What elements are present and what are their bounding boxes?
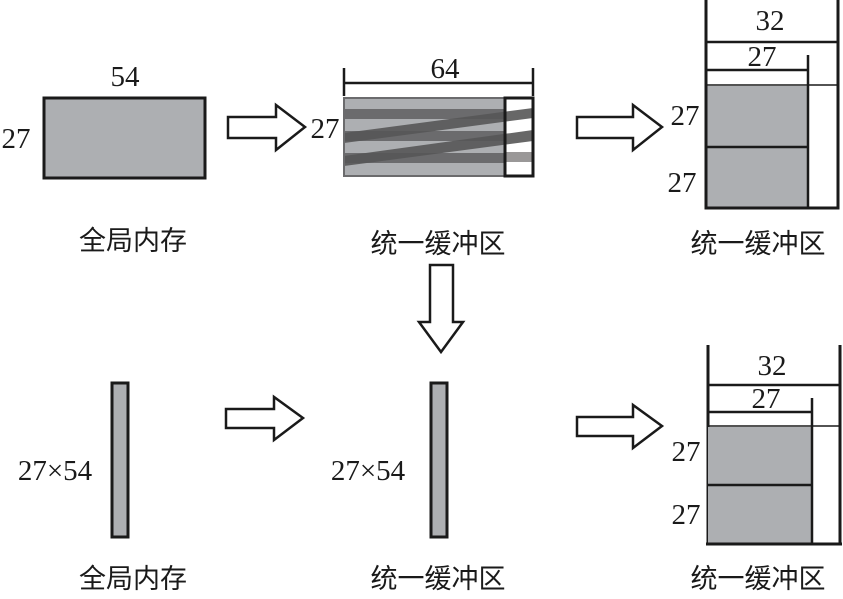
flattened-block bbox=[429, 381, 449, 539]
bottom-buffer-right: 32 27 27 27 统一缓冲区 bbox=[672, 345, 842, 595]
height-label: 27 bbox=[311, 113, 340, 145]
right-arrow-icon bbox=[226, 102, 308, 153]
right-arrow-icon bbox=[575, 402, 665, 451]
right-arrow-icon bbox=[575, 102, 665, 153]
top-buffer-right: 32 27 27 27 统一缓冲区 bbox=[668, 0, 840, 260]
down-arrow-icon bbox=[416, 263, 466, 355]
caption: 全局内存 bbox=[79, 226, 187, 257]
bottom-global-memory: 27×54 全局内存 bbox=[18, 381, 187, 595]
row2-label: 27 bbox=[672, 499, 701, 531]
caption: 全局内存 bbox=[79, 564, 187, 595]
size-label: 27×54 bbox=[331, 455, 406, 487]
bottom-buffer-mid: 27×54 统一缓冲区 bbox=[331, 381, 506, 595]
height-label: 27 bbox=[2, 123, 31, 155]
flattened-block bbox=[110, 381, 130, 539]
caption: 统一缓冲区 bbox=[691, 229, 826, 260]
row2-label: 27 bbox=[668, 167, 697, 199]
padding-column bbox=[503, 96, 535, 178]
row1-label: 27 bbox=[671, 100, 700, 132]
inner-width-label: 27 bbox=[752, 383, 781, 415]
right-arrow-icon bbox=[224, 394, 306, 443]
top-global-memory: 54 27 全局内存 bbox=[2, 61, 207, 257]
row1-label: 27 bbox=[672, 436, 701, 468]
width-label: 64 bbox=[431, 53, 461, 85]
outer-width-label: 32 bbox=[758, 350, 787, 382]
size-label: 27×54 bbox=[18, 455, 93, 487]
caption: 统一缓冲区 bbox=[371, 229, 506, 260]
width-label: 54 bbox=[111, 61, 141, 93]
caption: 统一缓冲区 bbox=[691, 564, 826, 595]
top-buffer-mid: 64 27 统一缓冲区 bbox=[311, 53, 535, 260]
global-memory-block bbox=[42, 96, 207, 180]
outer-width-label: 32 bbox=[756, 5, 785, 37]
inner-width-label: 27 bbox=[748, 41, 777, 73]
caption: 统一缓冲区 bbox=[371, 564, 506, 595]
